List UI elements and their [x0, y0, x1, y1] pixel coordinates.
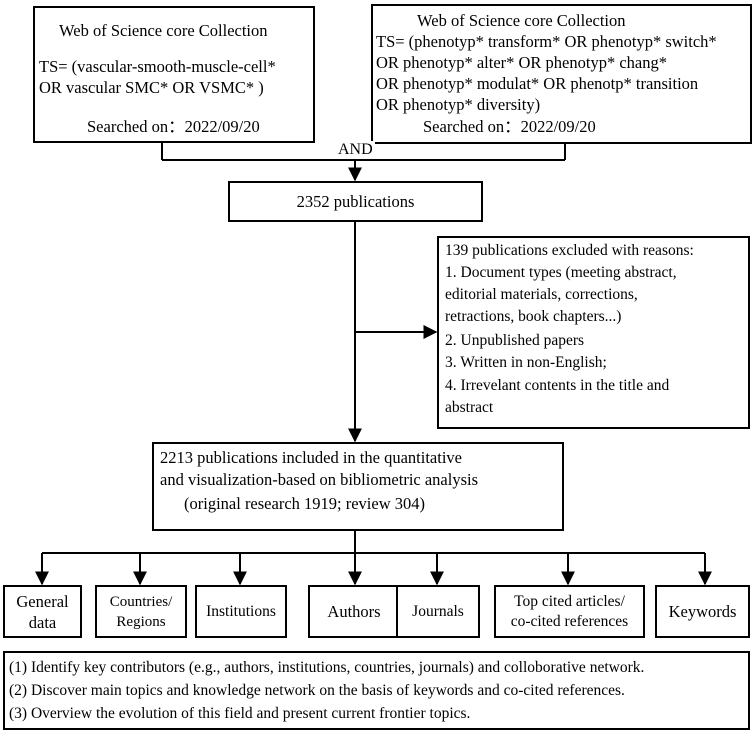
objective-3: (3) Overview the evolution of this field… — [9, 705, 471, 722]
total-publications-box: 2352 publications — [228, 181, 483, 222]
category-top-cited-line-2: co-cited references — [510, 612, 629, 630]
category-top-cited-line-1: Top cited articles/ — [514, 592, 625, 610]
category-institutions-label: Institutions — [206, 602, 276, 620]
category-institutions: Institutions — [195, 585, 287, 638]
search-left-query-line-2: OR vascular SMC* OR VSMC* ) — [39, 78, 264, 97]
category-journals-label: Journals — [412, 602, 464, 620]
excluded-line-1: 139 publications excluded with reasons: — [445, 242, 694, 259]
excluded-line-2: 1. Document types (meeting abstract, — [445, 264, 677, 281]
excluded-publications-box: 139 publications excluded with reasons: … — [437, 236, 750, 429]
excluded-line-8: abstract — [445, 399, 494, 416]
search-right-query-line-4: OR phenotyp* diversity) — [376, 95, 541, 114]
excluded-line-3: editorial materials, corrections, — [445, 286, 638, 303]
category-general-data: General data — [3, 585, 82, 638]
search-right-query-line-3: OR phenotyp* modulat* OR phenotp* transi… — [376, 74, 699, 93]
category-authors: Authors — [308, 585, 400, 638]
search-right-query-line-2: OR phenotyp* alter* OR phenotyp* chang* — [376, 53, 667, 72]
search-right-query-line-1: TS= (phenotyp* transform* OR phenotyp* s… — [376, 32, 717, 51]
category-top-cited: Top cited articles/ co-cited references — [494, 585, 645, 638]
category-journals: Journals — [396, 585, 480, 638]
included-line-3: (original research 1919; review 304) — [184, 494, 425, 513]
search-right-date: Searched on：2022/09/20 — [423, 117, 596, 136]
excluded-line-6: 3. Written in non-English; — [445, 354, 607, 371]
category-general-data-line-1: General — [16, 591, 69, 611]
category-countries-regions: Countries/ Regions — [95, 585, 187, 638]
objective-1: (1) Identify key contributors (e.g., aut… — [9, 659, 645, 676]
search-left-date: Searched on：2022/09/20 — [87, 117, 260, 136]
and-label: AND — [336, 141, 375, 159]
category-keywords-label: Keywords — [668, 601, 737, 621]
excluded-line-5: 2. Unpublished papers — [445, 332, 585, 349]
included-publications-box: 2213 publications included in the quanti… — [152, 442, 564, 531]
search-box-left: Web of Science core Collection TS= (vasc… — [33, 6, 315, 143]
search-left-title: Web of Science core Collection — [59, 21, 268, 40]
objective-2: (2) Discover main topics and knowledge n… — [9, 682, 625, 699]
included-line-2: and visualization-based on bibliometric … — [160, 470, 479, 489]
category-countries-line-2: Regions — [116, 613, 166, 630]
excluded-line-7: 4. Irrevelant contents in the title and — [445, 377, 670, 394]
category-countries-line-1: Countries/ — [109, 593, 173, 610]
search-box-right: Web of Science core Collection TS= (phen… — [371, 4, 752, 144]
category-authors-label: Authors — [327, 601, 381, 621]
included-line-1: 2213 publications included in the quanti… — [160, 448, 462, 467]
excluded-line-4: retractions, book chapters...) — [445, 308, 622, 325]
objectives-box: (1) Identify key contributors (e.g., aut… — [3, 651, 750, 730]
category-general-data-line-2: data — [28, 612, 57, 632]
category-keywords: Keywords — [655, 585, 750, 638]
search-right-title: Web of Science core Collection — [417, 11, 626, 30]
search-left-query-line-1: TS= (vascular-smooth-muscle-cell* — [39, 57, 276, 76]
